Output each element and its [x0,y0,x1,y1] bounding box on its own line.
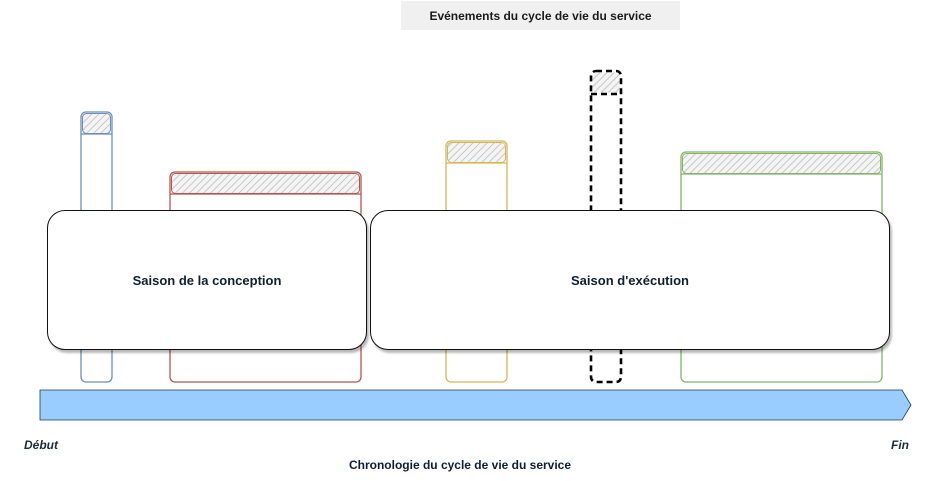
diagram-title: Evénements du cycle de vie du service [401,1,680,30]
timeline-end-label: Fin [891,438,909,452]
season-run-box: Saison d'exécution [370,210,890,350]
timeline-start-label: Début [24,438,58,452]
season-design-box: Saison de la conception [47,210,367,350]
timeline-axis-label: Chronologie du cycle de vie du service [348,458,572,472]
season-run-label: Saison d'exécution [571,272,689,288]
timeline-arrow [39,389,912,421]
season-design-label: Saison de la conception [132,272,282,288]
